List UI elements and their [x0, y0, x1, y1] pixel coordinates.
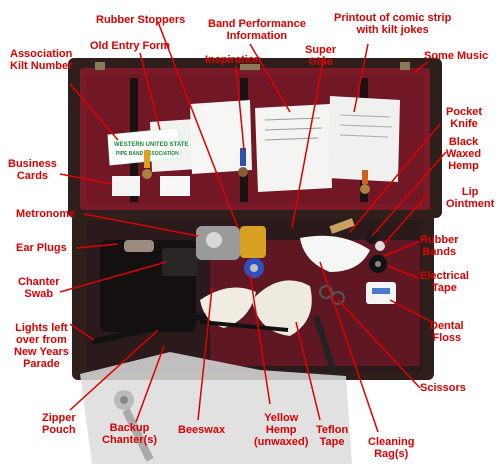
label-association-kilt: Association Kilt Number	[10, 48, 73, 72]
label-metronome: Metronome	[16, 208, 76, 220]
label-rubber-stoppers: Rubber Stoppers	[96, 14, 186, 26]
label-pocket-knife: Pocket Knife	[446, 106, 483, 130]
label-old-entry-form: Old Entry Form	[90, 40, 171, 52]
label-dental-floss: Dental Floss	[430, 320, 464, 344]
label-zipper-pouch: Zipper Pouch	[42, 412, 76, 436]
label-ear-plugs: Ear Plugs	[16, 242, 67, 254]
label-electrical-tape: Electrical Tape	[420, 270, 469, 294]
case-lid: WESTERN UNITED STATE PIPE BAND ASSOCIATI…	[68, 58, 442, 218]
label-lights-left: Lights left over from New Years Parade	[14, 322, 69, 370]
label-backup-chanter: Backup Chanter(s)	[102, 422, 158, 446]
label-band-performance: Band Performance Information	[208, 18, 306, 42]
label-some-music: Some Music	[424, 50, 489, 62]
label-lip-ointment: Lip Ointment	[446, 186, 495, 210]
label-business-cards: Business Cards	[8, 158, 57, 182]
label-rubber-bands: Rubber Bands	[420, 234, 459, 258]
label-teflon-tape: Teflon Tape	[316, 424, 349, 448]
label-scissors: Scissors	[420, 382, 466, 394]
label-yellow-hemp: Yellow Hemp (unwaxed)	[254, 412, 309, 448]
label-printout-comic: Printout of comic strip with kilt jokes	[334, 12, 452, 36]
label-beeswax: Beeswax	[178, 424, 226, 436]
label-super-glue: Super Glue	[305, 44, 337, 68]
callout-lines	[59, 21, 447, 433]
bubble-wrap	[80, 352, 352, 464]
label-cleaning-rag: Cleaning Rag(s)	[368, 436, 415, 460]
label-chanter-swab: Chanter Swab	[18, 276, 60, 300]
label-black-waxed-hemp: Black Waxed Hemp	[446, 136, 482, 172]
association-sign-text: WESTERN UNITED STATE	[114, 142, 188, 148]
label-inspiration: Inspiration	[205, 54, 262, 66]
